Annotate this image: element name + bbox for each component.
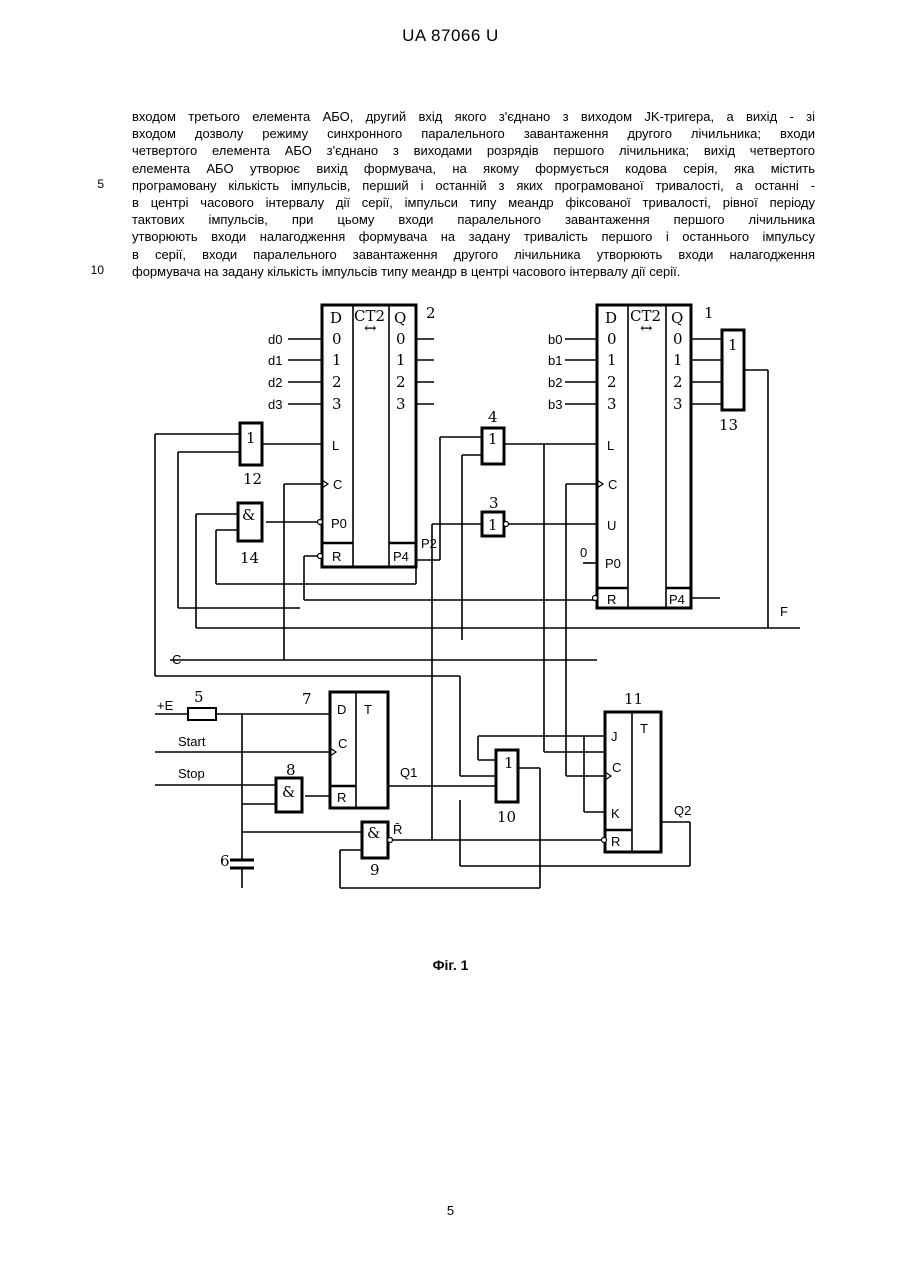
- counter-1-out-pin: 1: [673, 351, 683, 369]
- counter-2-input: d2: [268, 375, 282, 390]
- counter-2-out-pin: 0: [396, 330, 406, 348]
- counter-1-pin-r: R: [607, 592, 616, 607]
- counter-1-pin-p4: P4: [669, 592, 685, 607]
- counter-2-input: d1: [268, 353, 282, 368]
- figure-caption: Фіг. 1: [0, 957, 901, 973]
- resistor-5-ref: 5: [194, 688, 204, 706]
- counter-2-in-pin: 2: [332, 373, 342, 391]
- counter-2-pin-p4: P4: [393, 549, 409, 564]
- counter-2-pin-p0: P0: [331, 516, 347, 531]
- counter-1-header-d: D: [605, 309, 617, 327]
- counter-1-p0-const: 0: [580, 545, 587, 560]
- gate-3-ref: 3: [489, 494, 499, 512]
- counter-1-pin-p0: P0: [605, 556, 621, 571]
- counter-1-header-q: Q: [671, 309, 683, 327]
- ff-11-pin-r: R: [611, 834, 620, 849]
- counter-1-pin-l: L: [607, 438, 614, 453]
- counter-2-pin-c: C: [333, 477, 342, 492]
- page-number: 5: [0, 1203, 901, 1218]
- start-signal-label: Start: [178, 734, 206, 749]
- counter-1-ref: 1: [704, 304, 714, 322]
- ff-7-pin-d: D: [337, 702, 346, 717]
- counter-1-input: b2: [548, 375, 562, 390]
- counter-2-header-d: D: [330, 309, 342, 327]
- counter-2-out-p2: P2: [421, 536, 437, 551]
- counter-1-input: b0: [548, 332, 562, 347]
- bidirectional-arrow-icon: ↔: [364, 319, 377, 337]
- gate-4-ref: 4: [488, 408, 498, 426]
- counter-1-out-pin: 2: [673, 373, 683, 391]
- counter-1-input: b3: [548, 397, 562, 412]
- supply-label: +E: [157, 698, 174, 713]
- counter-1-pin-c: C: [608, 477, 617, 492]
- gate-10-symbol: 1: [504, 754, 514, 772]
- gate-14-ref: 14: [240, 549, 259, 567]
- counter-2-input: d3: [268, 397, 282, 412]
- ff-7-ref: 7: [302, 690, 312, 708]
- counter-2-input: d0: [268, 332, 282, 347]
- bidirectional-arrow-icon: ↔: [640, 319, 653, 337]
- counter-1-input: b1: [548, 353, 562, 368]
- gate-13-ref: 13: [719, 416, 738, 434]
- ff-11-ref: 11: [624, 690, 643, 708]
- ff-7-pin-c: C: [338, 736, 347, 751]
- capacitor-6-ref: 6: [220, 852, 230, 870]
- gate-13-symbol: 1: [728, 336, 738, 354]
- gate-12-symbol: 1: [246, 429, 256, 447]
- counter-1-pin-u: U: [607, 518, 616, 533]
- ff-7-type: T: [364, 702, 372, 717]
- ff-11-pin-k: K: [611, 806, 620, 821]
- counter-2-in-pin: 1: [332, 351, 342, 369]
- gate-3-symbol: 1: [488, 516, 498, 534]
- counter-1-out-pin: 0: [673, 330, 683, 348]
- gate-10-ref: 10: [497, 808, 516, 826]
- ff-11-pin-j: J: [611, 729, 618, 744]
- ff-7-output: Q1: [400, 765, 417, 780]
- clock-signal-label: C: [172, 652, 181, 667]
- gate-8-ref: 8: [286, 761, 296, 779]
- gate-9-output: R̄: [393, 822, 402, 837]
- gate-9-ref: 9: [370, 861, 380, 879]
- gate-8-symbol: &: [282, 783, 295, 801]
- stop-signal-label: Stop: [178, 766, 205, 781]
- counter-2-out-pin: 3: [396, 395, 406, 413]
- counter-2-pin-l: L: [332, 438, 339, 453]
- counter-2-ref: 2: [426, 304, 436, 322]
- gate-4-symbol: 1: [488, 430, 498, 448]
- ff-7-pin-r: R: [337, 790, 346, 805]
- ff-11-type: T: [640, 721, 648, 736]
- counter-1-in-pin: 1: [607, 351, 617, 369]
- counter-2-header-q: Q: [394, 309, 406, 327]
- ff-11-pin-c: C: [612, 760, 621, 775]
- gate-12-ref: 12: [243, 470, 262, 488]
- ff-11-output: Q2: [674, 803, 691, 818]
- counter-2-in-pin: 3: [332, 395, 342, 413]
- counter-2-in-pin: 0: [332, 330, 342, 348]
- output-signal-label: F: [780, 604, 788, 619]
- counter-2-out-pin: 2: [396, 373, 406, 391]
- counter-1-out-pin: 3: [673, 395, 683, 413]
- counter-1-in-pin: 0: [607, 330, 617, 348]
- gate-14-symbol: &: [242, 506, 255, 524]
- gate-9-symbol: &: [367, 824, 380, 842]
- counter-2-out-pin: 1: [396, 351, 406, 369]
- counter-1-in-pin: 2: [607, 373, 617, 391]
- counter-1-in-pin: 3: [607, 395, 617, 413]
- counter-2-pin-r: R: [332, 549, 341, 564]
